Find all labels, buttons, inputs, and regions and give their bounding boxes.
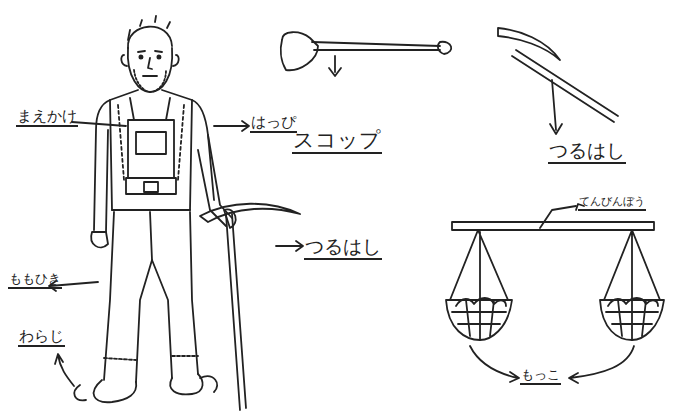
- held-pickaxe: [200, 204, 300, 410]
- part-label: てんびんぼう: [578, 196, 646, 211]
- part-label: ももひき: [8, 272, 62, 289]
- part-label: はっぴ: [250, 114, 297, 133]
- part-label: つるはし: [548, 140, 626, 164]
- worker-figure: [74, 16, 235, 402]
- balance-pole: [446, 222, 664, 340]
- part-label: スコップ: [292, 128, 382, 154]
- shovel-icon: [281, 32, 451, 76]
- part-label: もっこ: [520, 368, 561, 385]
- pickaxe-icon: [498, 28, 618, 134]
- part-label: わらじ: [18, 328, 65, 347]
- leader-lines: [49, 121, 634, 386]
- part-label: まえかけ: [16, 108, 78, 127]
- part-label: つるはし: [304, 236, 382, 260]
